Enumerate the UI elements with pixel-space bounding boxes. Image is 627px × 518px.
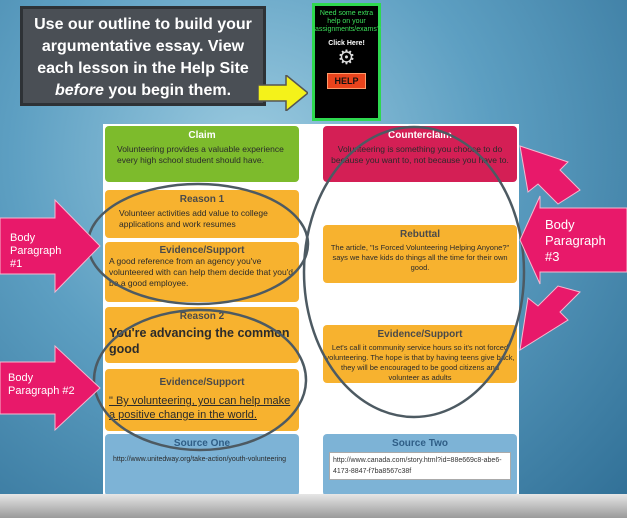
source-one-title: Source One: [173, 438, 231, 449]
counterclaim-title: Counterclaim: [388, 130, 452, 141]
rebuttal-title: Rebuttal: [400, 229, 440, 240]
source-two-title: Source Two: [392, 438, 448, 449]
help-site-ad[interactable]: Need some extra help on your assignments…: [312, 3, 381, 121]
reason2-box: Reason 2 You're advancing the common good: [105, 307, 299, 363]
label-body-paragraph-3: Body Paragraph #3: [545, 217, 606, 264]
label-body-paragraph-1: Body Paragraph #1: [10, 232, 62, 270]
bottom-bar: [0, 494, 627, 518]
label-body-paragraph-2: Body Paragraph #2: [8, 372, 75, 397]
evidence2-box: Evidence/Support " By volunteering, you c…: [105, 369, 299, 431]
help-button[interactable]: HELP: [327, 73, 366, 89]
source-two-box: Source Two http://www.canada.com/story.ht…: [323, 434, 517, 496]
reason2-title: Reason 2: [179, 311, 225, 322]
claim-title: Claim: [188, 130, 216, 141]
reason1-box: Reason 1 Volunteer activities add value t…: [105, 190, 299, 238]
evidence2-text: " By volunteering, you can help make a p…: [109, 395, 291, 421]
evidence-right-text: Let's call it community service hours so…: [325, 343, 515, 382]
instructions-box: Use our outline to build your argumentat…: [20, 6, 266, 106]
source-two-url[interactable]: http://www.canada.com/story.html?id=88e6…: [329, 452, 511, 480]
reason1-text: Volunteer activities add value to colleg…: [119, 208, 268, 229]
rebuttal-text: The article, "Is Forced Volunteering Hel…: [330, 243, 510, 272]
source-one-url[interactable]: http://www.unitedway.org/take-action/you…: [113, 456, 287, 463]
source-one-box: Source One http://www.unitedway.org/take-…: [105, 434, 299, 496]
instructions-text-end: you begin them.: [103, 82, 232, 99]
help-ad-text: Need some extra help on your assignments…: [315, 10, 381, 33]
claim-text: Volunteering provides a valuable experie…: [117, 144, 284, 165]
mascot-icon: ⚙: [337, 47, 356, 69]
reason2-text: You're advancing the common good: [109, 326, 290, 356]
yellow-arrow-icon: [258, 75, 308, 111]
arrow-bp3-up-icon: [519, 145, 581, 205]
counterclaim-text: Volunteering is something you choose to …: [331, 144, 509, 165]
arrow-bp3-down-icon: [519, 285, 581, 352]
evidence1-title: Evidence/Support: [159, 245, 245, 256]
evidence2-title: Evidence/Support: [159, 377, 245, 388]
evidence1-text: A good reference from an agency you've v…: [109, 256, 294, 288]
evidence-right-title: Evidence/Support: [377, 329, 463, 340]
click-here-link[interactable]: Click Here!: [328, 40, 365, 47]
instructions-text: Use our outline to build your argumentat…: [34, 16, 252, 77]
instructions-italic: before: [54, 82, 104, 99]
reason1-title: Reason 1: [179, 194, 225, 205]
